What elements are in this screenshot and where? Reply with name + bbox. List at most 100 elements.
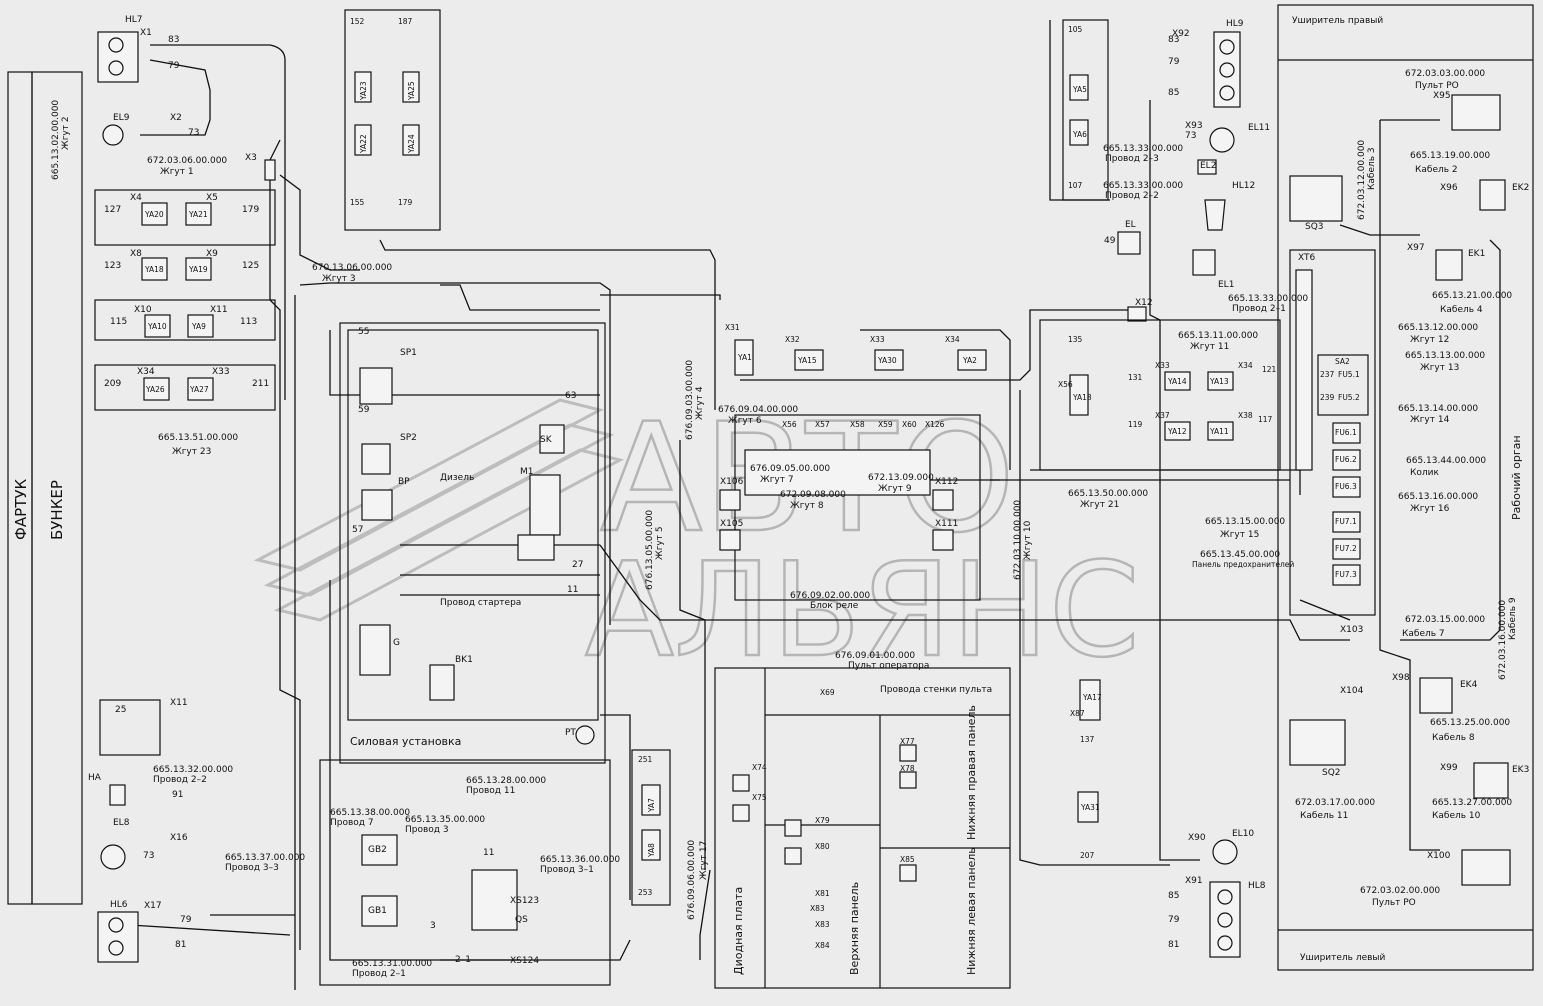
svg-text:179: 179: [398, 198, 413, 207]
svg-text:X96: X96: [1440, 183, 1458, 193]
svg-text:187: 187: [398, 17, 413, 26]
svg-text:Провод 2–1: Провод 2–1: [1232, 304, 1286, 314]
svg-text:SA2: SA2: [1335, 357, 1350, 366]
upper-panel-label: Верхняя панель: [848, 882, 861, 975]
wire-callouts: 665.13.31.00.000 Провод 2–1 665.13.32.00…: [153, 144, 1308, 979]
svg-text:X100: X100: [1427, 851, 1451, 861]
svg-text:X8: X8: [130, 249, 142, 259]
svg-text:X11: X11: [210, 305, 228, 315]
svg-text:55: 55: [358, 327, 369, 337]
svg-text:Кабель 10: Кабель 10: [1432, 811, 1481, 821]
starter-wire-label: Провод стартера: [440, 598, 521, 608]
console-code: 676.09.01.00.000: [835, 651, 915, 661]
cable-callouts: 665.13.19.00.000 Кабель 2 672.03.12.00.0…: [1295, 140, 1518, 821]
svg-text:YA30: YA30: [877, 356, 897, 365]
svg-text:X60: X60: [902, 420, 917, 429]
bk1-sensor: [429, 664, 455, 701]
svg-text:X56: X56: [1058, 380, 1073, 389]
gb1-battery: [361, 895, 398, 927]
svg-text:676.09.06.00.000: 676.09.06.00.000: [687, 840, 697, 920]
svg-text:X111: X111: [935, 519, 958, 529]
svg-text:239: 239: [1320, 393, 1335, 402]
svg-text:Жгут 9: Жгут 9: [878, 484, 912, 494]
svg-text:EL9: EL9: [113, 113, 130, 123]
svg-text:X12: X12: [1135, 298, 1153, 308]
left-compactor-label: Уширитель левый: [1300, 953, 1386, 963]
svg-text:251: 251: [638, 755, 653, 764]
svg-text:X56: X56: [782, 420, 797, 429]
svg-text:BK1: BK1: [455, 655, 473, 665]
svg-text:Кабель 9: Кабель 9: [1508, 597, 1518, 640]
svg-text:FU5.1: FU5.1: [1338, 370, 1360, 379]
svg-text:X77: X77: [900, 737, 915, 746]
svg-text:X74: X74: [752, 763, 767, 772]
apron-label: ФАРТУК: [12, 478, 30, 540]
relay-block: 676.09.02.00.000 Блок реле X106 X105 X11…: [719, 414, 981, 611]
svg-text:91: 91: [172, 790, 183, 800]
svg-text:Провод 7: Провод 7: [330, 818, 374, 828]
power-unit: Силовая установка Дизель Провод стартера…: [339, 322, 606, 764]
svg-text:X4: X4: [130, 193, 142, 203]
svg-text:EL: EL: [1125, 220, 1136, 230]
svg-text:X58: X58: [850, 420, 865, 429]
m1-motor: [529, 474, 561, 536]
svg-text:X104: X104: [1340, 686, 1364, 696]
svg-text:X81: X81: [815, 889, 830, 898]
svg-text:672.13.09.000: 672.13.09.000: [868, 473, 934, 483]
svg-text:HA: HA: [88, 773, 102, 783]
svg-text:665.13.45.00.000: 665.13.45.00.000: [1200, 550, 1280, 560]
svg-text:X37: X37: [1155, 411, 1170, 420]
operator-console: 676.09.01.00.000 Пульт оператора Провода…: [714, 651, 1011, 989]
svg-text:HL12: HL12: [1232, 181, 1255, 191]
svg-text:X91: X91: [1185, 876, 1203, 886]
watermark-line2: АЛЬЯНС: [585, 534, 1140, 686]
svg-text:X85: X85: [900, 855, 915, 864]
ek1-heater: [1435, 249, 1463, 281]
svg-text:YA2: YA2: [962, 356, 977, 365]
svg-text:YA1: YA1: [737, 353, 752, 362]
svg-text:665.13.33.00.000: 665.13.33.00.000: [1103, 181, 1183, 191]
svg-text:113: 113: [240, 317, 257, 327]
sk-sensor: [539, 424, 565, 454]
svg-text:665.13.35.00.000: 665.13.35.00.000: [405, 815, 485, 825]
svg-text:EL2: EL2: [1200, 161, 1216, 171]
svg-text:665.13.51.00.000: 665.13.51.00.000: [158, 433, 238, 443]
svg-text:81: 81: [1168, 940, 1179, 950]
svg-text:115: 115: [110, 317, 127, 327]
ek4-heater: [1419, 677, 1453, 714]
svg-text:X98: X98: [1392, 673, 1410, 683]
svg-text:YA9: YA9: [191, 322, 206, 331]
svg-text:EL11: EL11: [1248, 123, 1270, 133]
svg-text:X126: X126: [925, 420, 945, 429]
svg-text:YA17: YA17: [1082, 693, 1102, 702]
svg-text:SP1: SP1: [400, 348, 417, 358]
svg-text:X112: X112: [935, 477, 958, 487]
svg-text:EK3: EK3: [1512, 765, 1529, 775]
svg-text:676.09.05.00.000: 676.09.05.00.000: [750, 464, 830, 474]
svg-text:SP2: SP2: [400, 433, 417, 443]
svg-text:SQ3: SQ3: [1305, 222, 1324, 232]
svg-text:672.03.03.00.000: 672.03.03.00.000: [1405, 69, 1485, 79]
svg-text:G: G: [393, 638, 400, 648]
svg-text:PT: PT: [565, 728, 576, 738]
svg-text:Жгут 8: Жгут 8: [790, 501, 824, 511]
svg-text:Кабель 2: Кабель 2: [1415, 165, 1458, 175]
svg-text:YA21: YA21: [188, 210, 208, 219]
svg-text:672.03.15.00.000: 672.03.15.00.000: [1405, 615, 1485, 625]
svg-text:BP: BP: [398, 477, 410, 487]
svg-text:117: 117: [1258, 415, 1273, 424]
svg-text:X103: X103: [1340, 625, 1363, 635]
svg-text:3: 3: [430, 921, 436, 931]
svg-text:YA10: YA10: [147, 322, 167, 331]
svg-text:665.13.44.00.000: 665.13.44.00.000: [1406, 456, 1486, 466]
svg-text:EK4: EK4: [1460, 680, 1478, 690]
svg-text:X92: X92: [1172, 29, 1190, 39]
hopper-label: БУНКЕР: [48, 480, 66, 540]
svg-text:79: 79: [168, 61, 180, 71]
